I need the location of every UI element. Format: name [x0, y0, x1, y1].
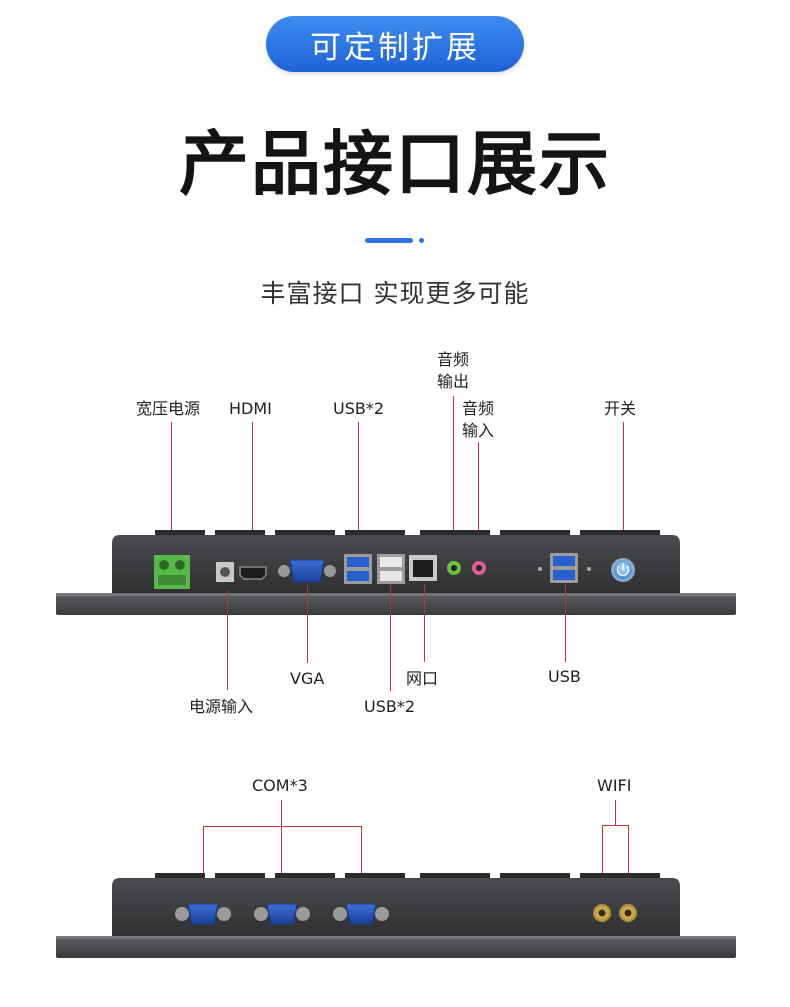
label-audio-out: 音频 输出: [437, 350, 470, 391]
leader-line-power-wide: [171, 422, 172, 562]
leader-line-audio-in: [478, 442, 479, 564]
leader-line-power-in: [227, 590, 228, 690]
leader-line-lan: [424, 584, 425, 662]
leader-line-switch: [623, 422, 624, 562]
usb-stack-white: [377, 554, 405, 584]
leader-line-usb-top: [358, 422, 359, 550]
leader-line-com-bracket: [203, 826, 361, 827]
usb-stack-blue: [344, 554, 372, 584]
usb-stack-right: [550, 553, 578, 583]
leader-line-hdmi: [252, 422, 253, 567]
label-power-switch: 开关: [604, 399, 637, 418]
page-title: 产品接口展示: [179, 123, 611, 205]
label-usb2-bottom: USB*2: [364, 697, 416, 716]
label-vga: VGA: [290, 669, 325, 688]
page-subtitle: 丰富接口 实现更多可能: [260, 279, 530, 308]
leader-line-usb-right: [565, 584, 566, 662]
leader-line-wifi-bracket: [602, 825, 628, 826]
label-power-input: 电源输入: [189, 697, 254, 716]
label-lan: 网口: [406, 669, 439, 688]
leader-line-wifi-stem: [615, 800, 616, 826]
label-usb2-top: USB*2: [333, 399, 385, 418]
device-io-panel-2: [56, 873, 736, 958]
leader-line-com-3: [361, 826, 362, 902]
leader-line-wifi-1: [602, 825, 603, 903]
vga-port: [278, 559, 336, 583]
green-power-terminal: [154, 555, 190, 589]
title-underline-dash: [365, 238, 413, 243]
rj45-port: [409, 555, 437, 581]
badge-customizable: 可定制扩展: [266, 16, 524, 72]
label-com3: COM*3: [252, 776, 308, 795]
title-underline-dot: [419, 238, 424, 243]
label-wifi: WIFI: [597, 776, 632, 795]
leader-line-com-stem: [281, 800, 282, 827]
leader-line-com-2: [281, 826, 282, 902]
com-port-3: [333, 903, 389, 925]
leader-line-com-1: [203, 826, 204, 902]
label-hdmi: HDMI: [229, 399, 272, 418]
com-port-1: [175, 903, 231, 925]
leader-line-vga: [307, 585, 308, 663]
wifi-antenna-connectors: [593, 904, 637, 922]
leader-line-usb-bottom: [390, 584, 391, 691]
leader-line-audio-out: [453, 396, 454, 564]
label-audio-in: 音频 输入: [462, 399, 495, 440]
label-usb: USB: [548, 667, 581, 686]
leader-line-wifi-2: [628, 825, 629, 903]
com-port-2: [254, 903, 310, 925]
device-io-panel-1: [56, 530, 736, 615]
label-wide-voltage-power: 宽压电源: [136, 399, 201, 418]
